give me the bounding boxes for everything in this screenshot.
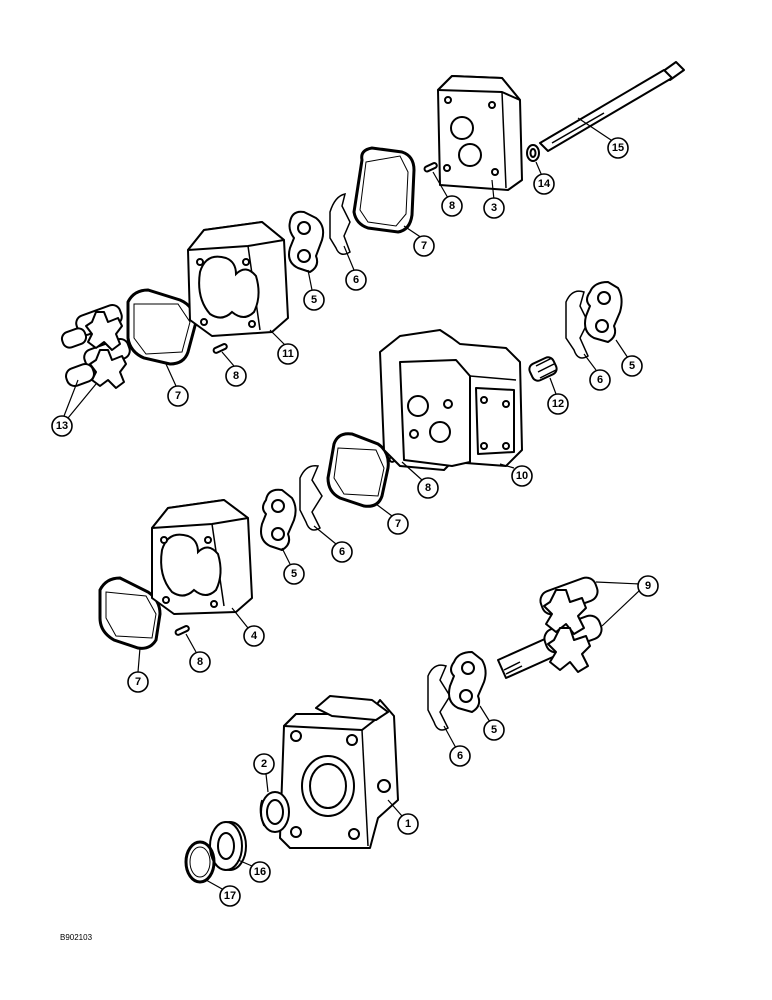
svg-text:15: 15 xyxy=(612,142,624,154)
svg-text:5: 5 xyxy=(311,294,317,306)
part-3-rear-cover xyxy=(437,75,523,191)
part-8-dowel-pin-b xyxy=(212,343,228,354)
part-4-gear-housing-lower xyxy=(151,499,253,615)
callout-7: 7 xyxy=(413,235,435,257)
part-17-retaining-ring xyxy=(184,840,216,884)
svg-text:8: 8 xyxy=(449,200,455,212)
part-10-center-section xyxy=(379,329,523,471)
callout-8: 8 xyxy=(189,651,211,673)
svg-text:3: 3 xyxy=(491,202,497,214)
part-15-bolt xyxy=(539,61,685,152)
part-6-wire-seal-c xyxy=(299,465,323,531)
callout-5: 5 xyxy=(483,719,505,741)
callout-5: 5 xyxy=(303,289,325,311)
svg-text:6: 6 xyxy=(457,750,463,762)
svg-text:12: 12 xyxy=(552,398,564,410)
svg-text:6: 6 xyxy=(597,374,603,386)
callout-13: 13 xyxy=(51,415,73,437)
callout-17: 17 xyxy=(219,885,241,907)
leader-lines xyxy=(63,117,641,891)
part-6-wire-seal-d xyxy=(427,664,451,731)
callout-9: 9 xyxy=(637,575,659,597)
callout-5: 5 xyxy=(283,563,305,585)
svg-text:5: 5 xyxy=(629,360,635,372)
part-8-dowel-pin-d xyxy=(174,625,190,636)
svg-text:7: 7 xyxy=(395,518,401,530)
part-14-washer xyxy=(526,144,540,162)
callout-6: 6 xyxy=(331,541,353,563)
svg-text:7: 7 xyxy=(421,240,427,252)
part-2-shaft-seal xyxy=(259,791,290,833)
svg-text:4: 4 xyxy=(251,630,258,642)
svg-text:11: 11 xyxy=(282,348,294,360)
svg-text:8: 8 xyxy=(233,370,239,382)
callout-8: 8 xyxy=(225,365,247,387)
callout-2: 2 xyxy=(253,753,275,775)
svg-text:8: 8 xyxy=(197,656,203,668)
callout-6: 6 xyxy=(345,269,367,291)
svg-text:7: 7 xyxy=(135,676,141,688)
svg-text:9: 9 xyxy=(645,580,651,592)
callout-7: 7 xyxy=(167,385,189,407)
svg-text:17: 17 xyxy=(224,890,236,902)
part-7-seal-d xyxy=(98,576,162,650)
part-5-wear-plate-d xyxy=(448,651,487,713)
svg-text:5: 5 xyxy=(491,724,497,736)
callout-10: 10 xyxy=(511,465,533,487)
part-5-wear-plate-a xyxy=(288,210,325,273)
svg-text:8: 8 xyxy=(425,482,431,494)
callout-6: 6 xyxy=(589,369,611,391)
svg-text:7: 7 xyxy=(175,390,181,402)
part-12-coupling xyxy=(528,356,558,382)
part-11-gear-housing-upper xyxy=(187,221,289,337)
svg-text:13: 13 xyxy=(56,420,68,432)
svg-text:2: 2 xyxy=(261,758,267,770)
callout-6: 6 xyxy=(449,745,471,767)
svg-text:5: 5 xyxy=(291,568,297,580)
figure-id: B902103 xyxy=(60,933,93,942)
svg-text:6: 6 xyxy=(339,546,345,558)
part-9-drive-gear-shaft xyxy=(497,576,603,679)
svg-text:14: 14 xyxy=(538,178,551,190)
part-5-wear-plate-b xyxy=(584,281,623,343)
part-16-bearing xyxy=(209,821,247,871)
callout-1: 1 xyxy=(397,813,419,835)
part-1-front-flange xyxy=(279,695,399,849)
callout-3: 3 xyxy=(483,197,505,219)
svg-text:1: 1 xyxy=(405,818,411,830)
part-5-wear-plate-c xyxy=(260,488,297,551)
part-7-seal-b xyxy=(126,288,198,366)
part-6-wire-seal-b xyxy=(565,290,589,359)
svg-text:10: 10 xyxy=(516,470,528,482)
part-7-seal-c xyxy=(326,432,390,508)
callout-14: 14 xyxy=(533,173,555,195)
svg-text:16: 16 xyxy=(254,866,266,878)
callout-4: 4 xyxy=(243,625,265,647)
svg-text:6: 6 xyxy=(353,274,359,286)
part-13-gear-set xyxy=(60,303,131,389)
callout-11: 11 xyxy=(277,343,299,365)
callout-8: 8 xyxy=(441,195,463,217)
part-8-dowel-pin-a xyxy=(423,162,438,173)
callout-16: 16 xyxy=(249,861,271,883)
callout-8: 8 xyxy=(417,477,439,499)
callout-7: 7 xyxy=(127,671,149,693)
callout-5: 5 xyxy=(621,355,643,377)
callout-7: 7 xyxy=(387,513,409,535)
callout-12: 12 xyxy=(547,393,569,415)
part-7-seal-a xyxy=(352,146,416,234)
part-6-wire-seal-a xyxy=(329,193,351,255)
callout-15: 15 xyxy=(607,137,629,159)
